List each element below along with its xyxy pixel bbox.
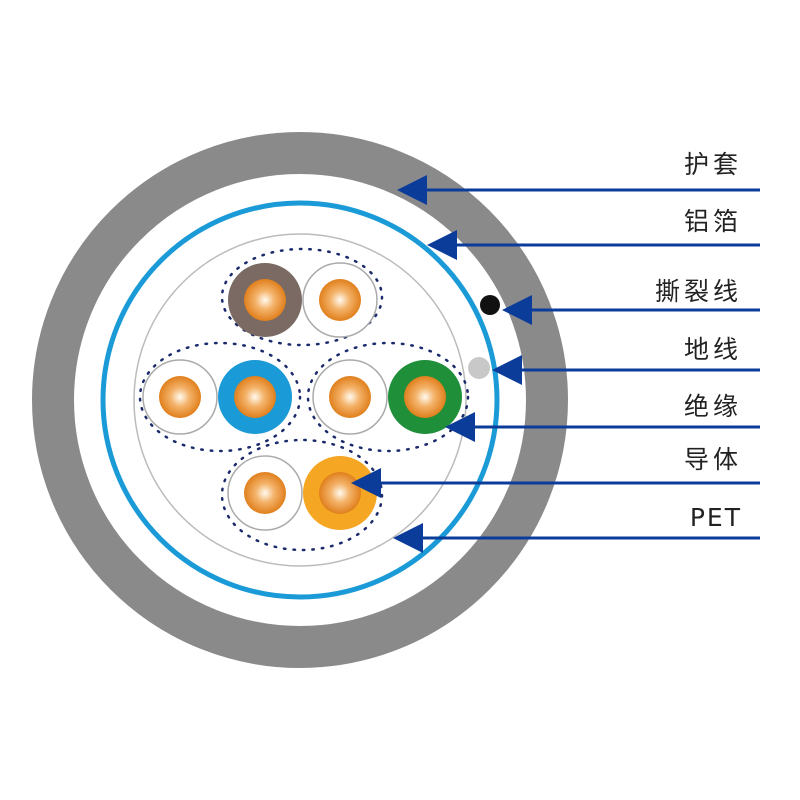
leader-arrows (351, 175, 760, 553)
wires (142, 262, 462, 531)
label-drain: 地线 (683, 335, 742, 364)
label-foil: 铝箔 (683, 207, 742, 236)
pair-shield-orange (220, 438, 384, 552)
label-ripcord: 撕裂线 (654, 277, 742, 306)
wire-brown-conductor (244, 279, 286, 321)
label-jacket: 护套 (683, 150, 742, 179)
wire-blue-white-conductor (159, 376, 201, 418)
drain-wire (468, 357, 490, 379)
label-insulation: 绝缘 (683, 392, 742, 421)
pair-shield-blue (138, 341, 302, 453)
pair-shield-brown (220, 247, 384, 347)
ripcord (480, 295, 500, 315)
wire-orange-white-conductor (244, 472, 286, 514)
label-conductor: 导体 (683, 445, 742, 474)
aluminum-foil (100, 200, 500, 600)
wire-green-white-conductor (329, 376, 371, 418)
pair-shields (138, 247, 470, 552)
pet-layer (133, 233, 467, 567)
wire-blue-conductor (234, 376, 276, 418)
pair-shield-green (306, 341, 470, 453)
label-pet: PET (689, 503, 742, 532)
wire-orange-conductor (319, 472, 361, 514)
jacket (32, 132, 568, 668)
wire-green-conductor (404, 376, 446, 418)
wire-brown-white-conductor (319, 279, 361, 321)
